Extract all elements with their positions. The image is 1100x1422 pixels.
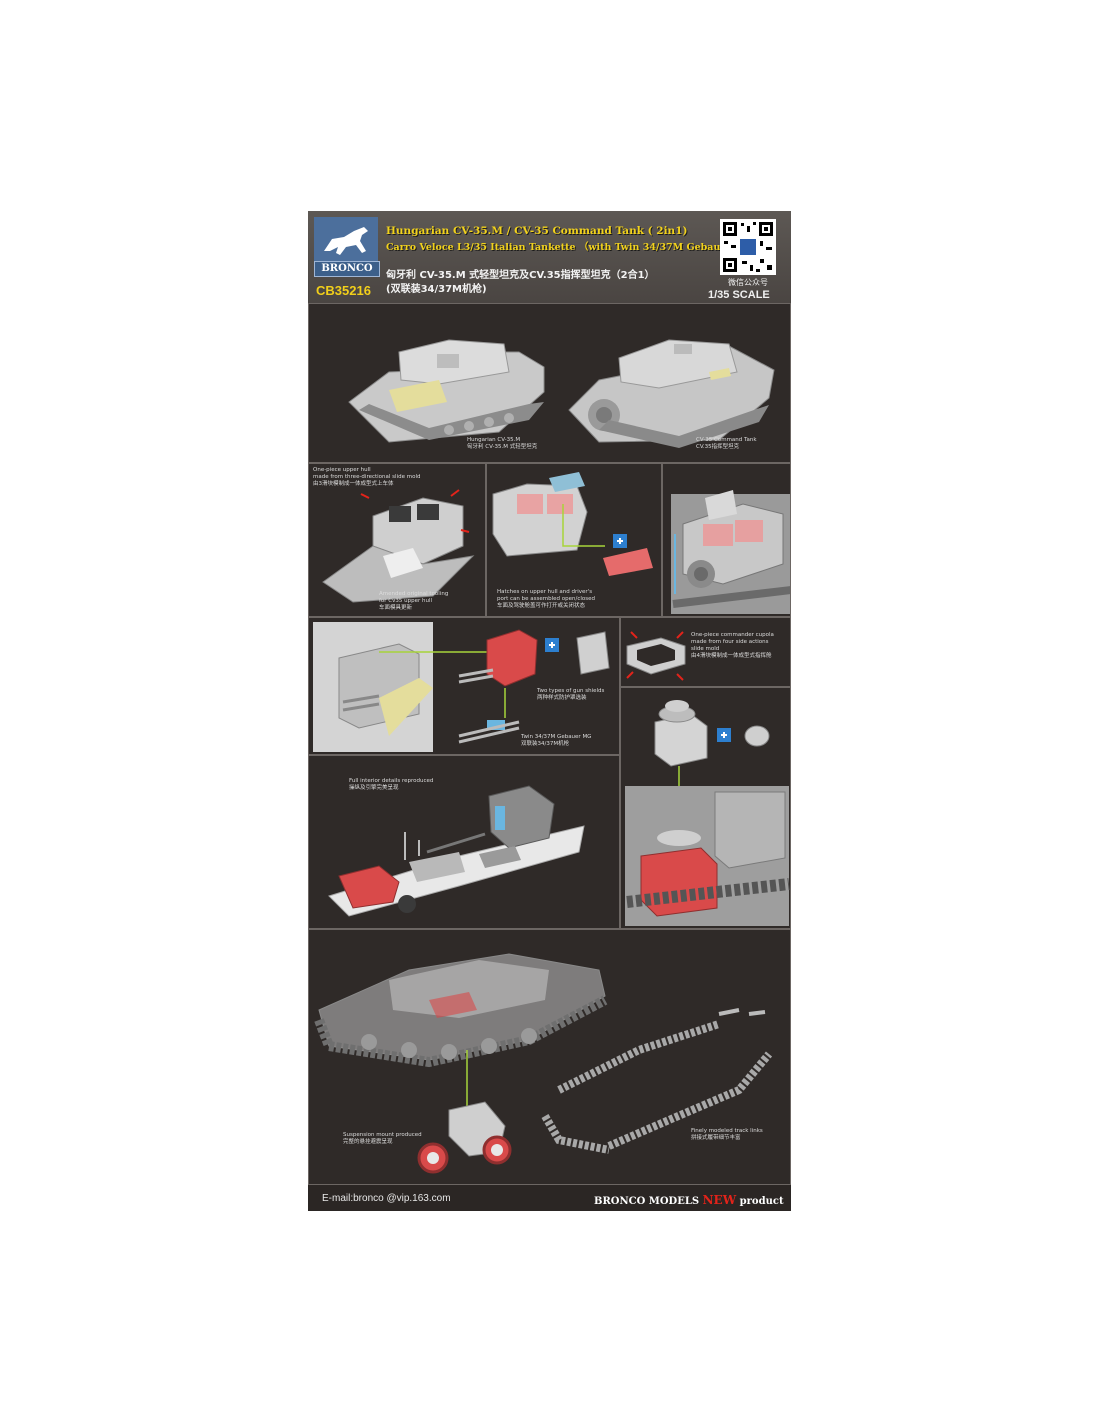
qr-label: 微信公众号 bbox=[728, 278, 768, 287]
panel-cupola: One-piece commander cupola made from fou… bbox=[620, 617, 791, 687]
caption-cupola: One-piece commander cupola made from fou… bbox=[691, 632, 774, 659]
panel-gun-mount: Two types of gun shields 两种样式防护罩选装 Twin … bbox=[308, 617, 620, 755]
title-english-line1: Hungarian CV-35.M / CV-35 Command Tank (… bbox=[386, 225, 688, 237]
caption-cv35m: Hungarian CV-35.M 匈牙利 CV-35.M 式轻型坦克 bbox=[467, 437, 538, 450]
caption-gun-shields: Two types of gun shields 两种样式防护罩选装 bbox=[537, 688, 605, 701]
qr-code-icon bbox=[720, 219, 776, 275]
caption-tooling: Amended original tooling for Cv35 upper … bbox=[379, 591, 449, 611]
upper-hull-render bbox=[322, 489, 475, 603]
title-english-line2: Carro Veloce L3/35 Italian Tankette （wit… bbox=[386, 242, 758, 253]
caption-tracks: Finely modeled track links 拼接式履带细节丰富 bbox=[691, 1128, 763, 1141]
panel-interior: Full interior details reproduced 操纵及引擎完美… bbox=[308, 755, 620, 929]
header: BRONCO CB35216 Hungarian CV-35.M / CV-35… bbox=[308, 211, 791, 303]
cupola-fitting-render bbox=[625, 700, 790, 926]
panel-hatches: Hatches on upper hull and driver's port … bbox=[486, 463, 662, 617]
title-chinese-line1: 匈牙利 CV-35.M 式轻型坦克及CV.35指挥型坦克（2合1） bbox=[386, 270, 655, 281]
cv35m-tank-render bbox=[348, 339, 545, 443]
new-product-new: NEW bbox=[702, 1193, 737, 1207]
title-chinese-line2: (双联装34/37M机枪) bbox=[386, 284, 487, 295]
new-product-badge: BRONCO MODELS NEW product bbox=[594, 1193, 784, 1207]
panel-upper-hull: One-piece upper hull made from three-dir… bbox=[308, 463, 486, 617]
product-sheet: BRONCO CB35216 Hungarian CV-35.M / CV-35… bbox=[308, 211, 791, 1211]
new-product-suffix: product bbox=[739, 1196, 784, 1207]
brand-name: BRONCO bbox=[314, 261, 380, 277]
hull-closeup-render bbox=[671, 490, 790, 614]
new-product-prefix: BRONCO MODELS bbox=[594, 1196, 700, 1207]
caption-suspension: Suspension mount produced 完整的悬挂避震呈现 bbox=[343, 1132, 422, 1145]
caption-cv35-command: CV-35 Command Tank CV.35指挥型坦克 bbox=[696, 437, 757, 450]
caption-interior: Full interior details reproduced 操纵及引擎完美… bbox=[349, 778, 434, 791]
caption-twin-mg: Twin 34/37M Gebauer MG 双联装34/37M机枪 bbox=[521, 734, 592, 747]
scale-label: 1/35 SCALE bbox=[708, 289, 770, 301]
footer: E-mail:bronco @vip.163.com BRONCO MODELS… bbox=[308, 1185, 791, 1211]
panel-hull-closeup bbox=[662, 463, 791, 617]
caption-hatches: Hatches on upper hull and driver's port … bbox=[497, 589, 595, 609]
panel-tank-overview: Hungarian CV-35.M 匈牙利 CV-35.M 式轻型坦克 CV-3… bbox=[308, 303, 791, 463]
panel-cupola-fitting bbox=[620, 687, 791, 929]
email-contact: E-mail:bronco @vip.163.com bbox=[322, 1193, 451, 1204]
cv35-command-tank-render bbox=[568, 339, 775, 448]
product-code: CB35216 bbox=[316, 283, 371, 298]
caption-upper-hull: One-piece upper hull made from three-dir… bbox=[313, 467, 421, 487]
horse-logo-icon bbox=[314, 217, 378, 265]
gun-mount-render bbox=[313, 622, 610, 752]
tankette-xray-render bbox=[314, 953, 773, 1174]
interior-render bbox=[328, 785, 585, 917]
cupola-render bbox=[626, 631, 686, 681]
panel-suspension-tracks: Suspension mount produced 完整的悬挂避震呈现 Fine… bbox=[308, 929, 791, 1185]
hatches-render bbox=[492, 472, 653, 576]
